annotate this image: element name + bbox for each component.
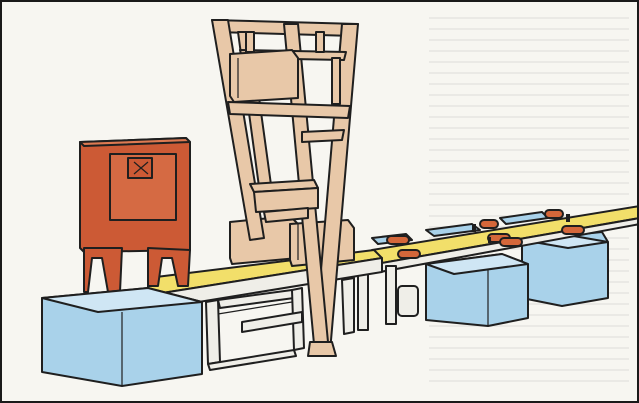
bin-front-left — [42, 288, 202, 386]
cabinet-icon — [80, 138, 190, 292]
bin-right-middle — [426, 254, 528, 326]
conveyor-supports — [358, 266, 418, 330]
